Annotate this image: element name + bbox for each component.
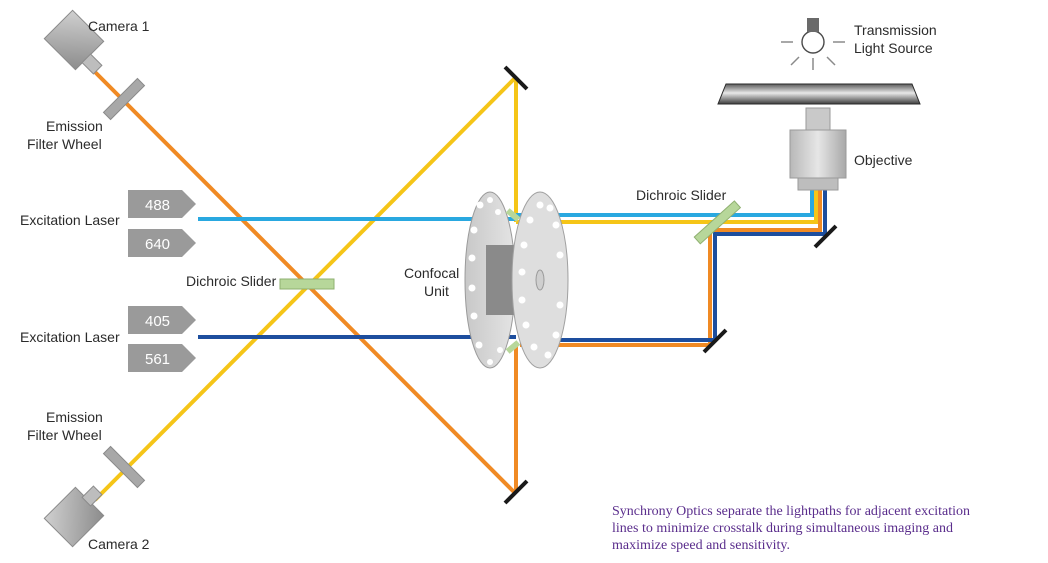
mirror-right-upper	[813, 224, 838, 249]
dark-blue-beam-right	[520, 138, 827, 342]
confocal-unit-label-line1: Confocal	[404, 265, 459, 281]
laser-tag-561: 561	[128, 344, 196, 372]
dichroic-slider-right-label: Dichroic Slider	[636, 187, 727, 203]
laser-tag-488-text: 488	[145, 197, 170, 214]
laser-tag-405-text: 405	[145, 313, 170, 330]
emission-filter-wheel-top	[102, 77, 146, 121]
mirror-top	[503, 65, 529, 91]
transmission-light-source-label-line2: Light Source	[854, 40, 933, 56]
laser-tag-488: 488	[128, 190, 196, 218]
excitation-laser-bottom-label: Excitation Laser	[20, 329, 120, 345]
objective	[789, 107, 847, 191]
emission-filter-wheel-top-label-line2: Filter Wheel	[27, 136, 102, 152]
emission-filter-wheel-bottom	[102, 445, 146, 489]
camera-2	[43, 485, 105, 548]
dichroic-slider-left	[279, 278, 335, 290]
mirror-right-lower	[702, 328, 728, 354]
emission-filter-wheel-top-label-line1: Emission	[46, 118, 103, 134]
camera-1	[43, 9, 105, 75]
camera2-label: Camera 2	[88, 536, 150, 552]
objective-label: Objective	[854, 152, 913, 168]
confocal-unit-label-line2: Unit	[424, 283, 449, 299]
yellow-beam-right	[516, 138, 818, 224]
emission-filter-wheel-bottom-label-line2: Filter Wheel	[27, 427, 102, 443]
transmission-light-source-label-line1: Transmission	[854, 22, 937, 38]
excitation-laser-top-label: Excitation Laser	[20, 212, 120, 228]
emission-filter-wheel-bottom-label-line1: Emission	[46, 409, 103, 425]
laser-tag-640: 640	[128, 229, 196, 257]
laser-tag-561-text: 561	[145, 351, 170, 368]
light-blue-beam-right	[516, 140, 814, 217]
sample-stage	[717, 83, 921, 105]
mirror-bottom	[503, 479, 529, 505]
dichroic-slider-left-label: Dichroic Slider	[186, 273, 277, 289]
laser-tag-640-text: 640	[145, 236, 170, 253]
laser-tag-405: 405	[128, 306, 196, 334]
confocal-unit	[464, 191, 569, 369]
light-bulb-icon	[781, 18, 845, 70]
camera1-label: Camera 1	[88, 18, 150, 34]
dichroic-slider-right	[693, 200, 742, 245]
caption-text: Synchrony Optics separate the lightpaths…	[612, 504, 971, 553]
